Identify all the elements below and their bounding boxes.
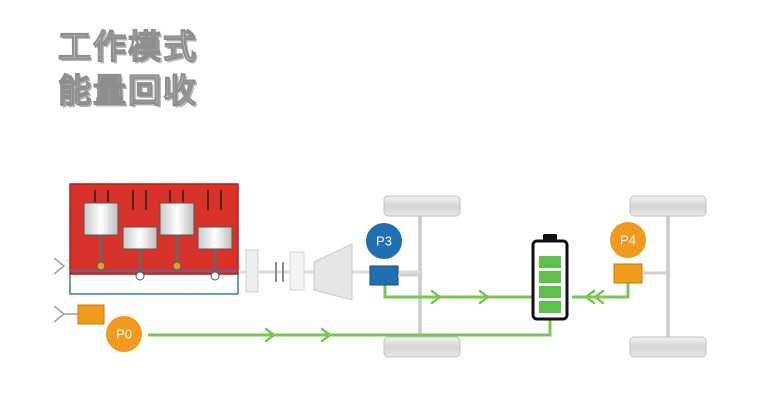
- p0-flow-line: [148, 320, 552, 337]
- cylinder-2: [122, 190, 158, 281]
- node-p3: P3: [364, 221, 404, 261]
- battery-cells: [539, 256, 561, 313]
- drive-shaft: [240, 249, 420, 293]
- node-p0-label: P0: [116, 327, 132, 342]
- p3-flow-line: [383, 285, 532, 299]
- battery-cell: [539, 301, 561, 313]
- battery: [531, 234, 569, 321]
- mode-subtitle: 能量回收: [57, 71, 198, 110]
- battery-cell: [539, 286, 561, 298]
- flow-arrow: [264, 327, 277, 343]
- transmission: [313, 243, 353, 301]
- flow-arrow: [430, 289, 443, 305]
- cylinder-3: [159, 190, 195, 271]
- battery-cell: [539, 256, 561, 268]
- energy-flow: [148, 282, 630, 337]
- flow-arrow: [592, 289, 605, 305]
- front-wheel-bottom: [383, 336, 461, 358]
- flow-arrow: [320, 327, 333, 343]
- mode-title: 工作模式: [57, 27, 198, 66]
- node-p0: P0: [104, 314, 144, 354]
- flow-arrow: [583, 289, 596, 305]
- node-p4: P4: [608, 220, 648, 260]
- rear-wheel-top: [629, 195, 707, 217]
- rear-axle: [629, 195, 707, 358]
- flow-arrows: [264, 289, 605, 343]
- rear-wheel-bottom: [629, 336, 707, 358]
- node-p3-label: P3: [376, 234, 392, 249]
- p4-motor: [613, 263, 643, 284]
- node-p4-label: P4: [620, 233, 636, 248]
- p0-motor: [77, 304, 105, 325]
- belt-pulleys: [53, 257, 78, 323]
- cylinder-1: [83, 190, 119, 271]
- front-wheel-top: [383, 195, 461, 217]
- cylinder-4: [197, 190, 233, 281]
- engine: [69, 183, 239, 295]
- p4-flow-line: [572, 282, 630, 299]
- battery-cell: [539, 271, 561, 283]
- p3-motor: [369, 265, 399, 286]
- flow-arrow: [478, 289, 491, 305]
